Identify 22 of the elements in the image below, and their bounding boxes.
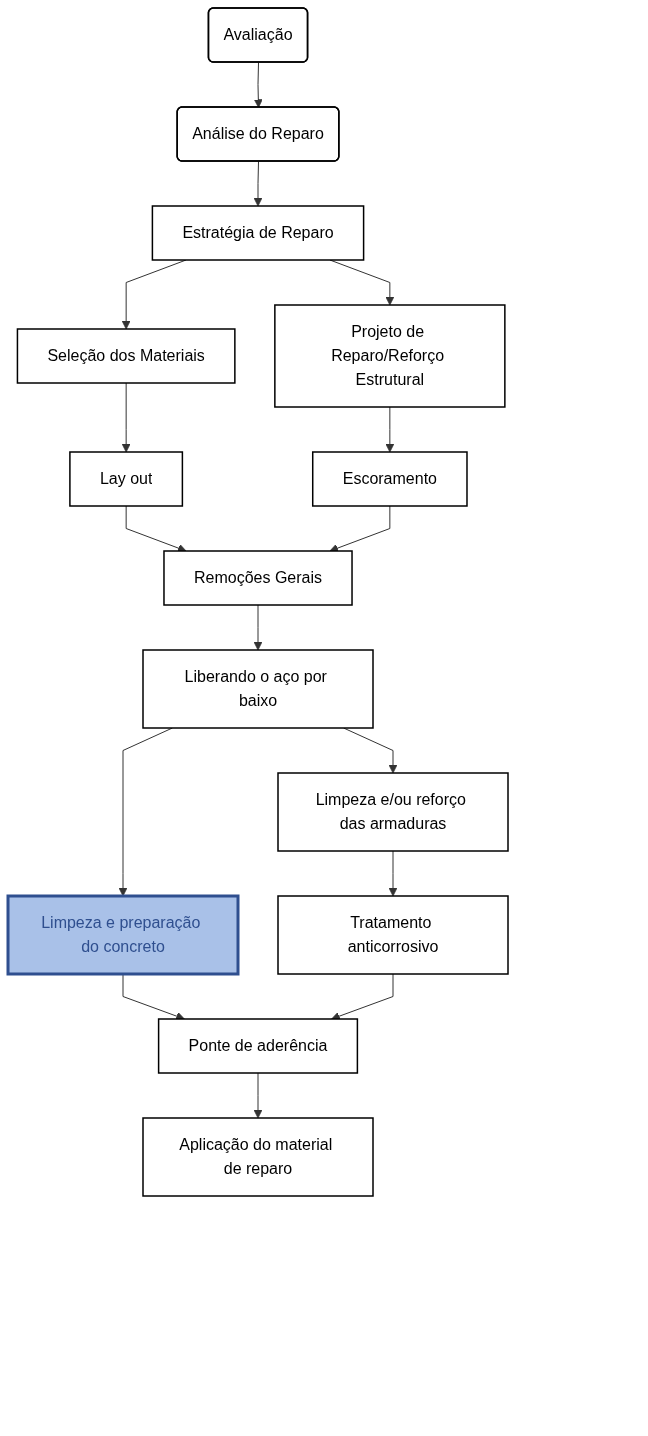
- arrow: [388, 850, 398, 897]
- node-box: Aplicação do material de reparo: [142, 1117, 374, 1197]
- node-box: Seleção dos Materiais: [16, 328, 236, 384]
- node-box: Limpeza e/ou reforço das armaduras: [277, 772, 509, 852]
- arrow: [125, 505, 187, 553]
- arrow: [253, 161, 263, 207]
- node-box: Estratégia de Reparo: [151, 205, 365, 261]
- arrow: [329, 505, 391, 553]
- arrow: [331, 973, 394, 1021]
- arrow: [253, 62, 263, 108]
- arrow: [253, 604, 263, 651]
- node-box: Remoções Gerais: [163, 550, 353, 606]
- node-box: Projeto de Reparo/Reforço Estrutural: [274, 304, 506, 408]
- node-box: Escoramento: [311, 451, 468, 507]
- node-box: Ponte de aderência: [157, 1018, 359, 1074]
- node-box: Tratamento anticorrosivo: [277, 895, 509, 975]
- node-box: Lay out: [69, 451, 184, 507]
- arrow: [253, 1072, 263, 1119]
- node-box: Limpeza e preparação do concreto: [6, 894, 240, 976]
- node-box: Liberando o aço por baixo: [142, 649, 374, 729]
- arrow: [385, 406, 395, 453]
- arrow: [121, 382, 131, 453]
